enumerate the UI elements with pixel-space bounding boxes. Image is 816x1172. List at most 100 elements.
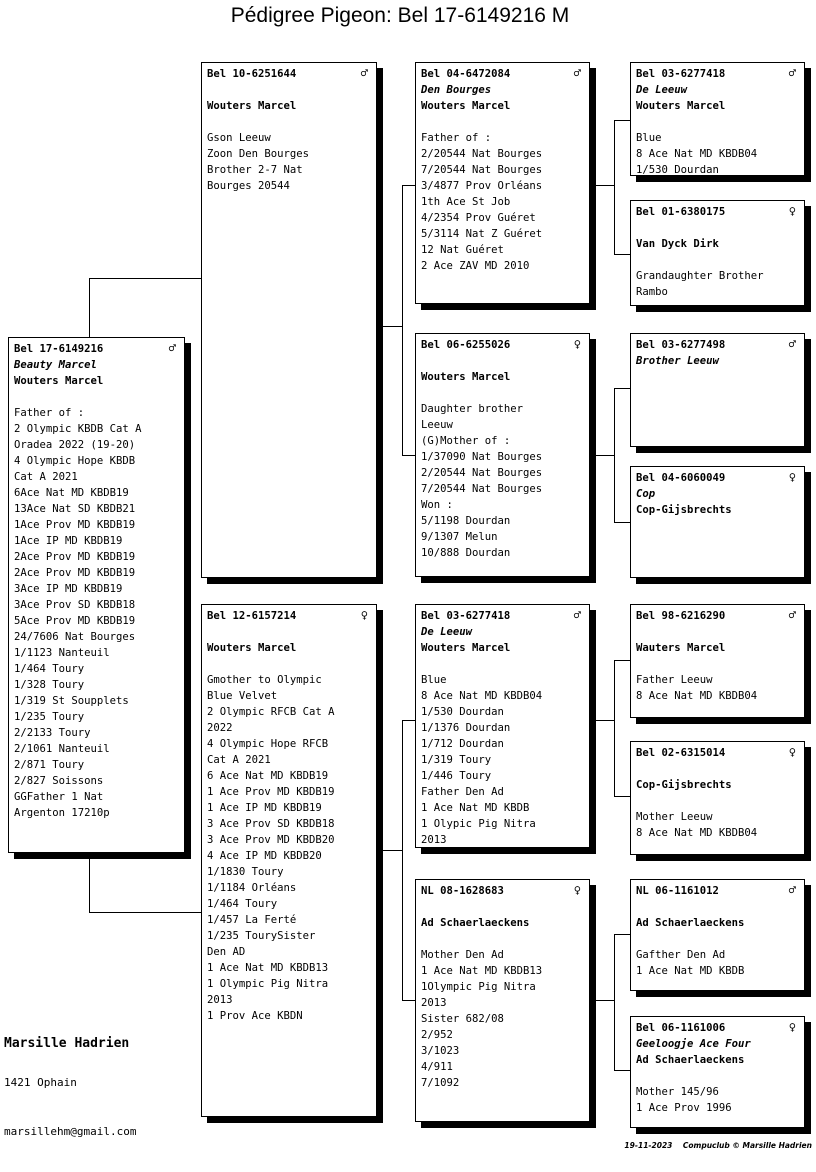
ring-number: Bel 03-6277418 (636, 68, 726, 80)
info-line: 1/464 Toury (14, 663, 85, 675)
owner-name: Wouters Marcel (207, 100, 297, 112)
owner-name: Ad Schaerlaeckens (421, 917, 530, 929)
info-line: Cat A 2021 (14, 471, 78, 483)
info-line: Gmother to Olympic (207, 674, 322, 686)
info-line: 10/888 Dourdan (421, 547, 511, 559)
ring-number: NL 06-1161012 (636, 885, 719, 897)
male-icon: ♂ (788, 608, 796, 622)
spacer (421, 114, 584, 130)
owner-name: Wauters Marcel (636, 642, 726, 654)
info-line: 2/827 Soissons (14, 775, 104, 787)
info-line: 1/37090 Nat Bourges (421, 451, 543, 463)
info-line: 2013 (421, 997, 447, 1009)
female-icon: ♀ (788, 1020, 796, 1034)
connector-dam-dd (402, 1000, 417, 1001)
info-line: 3Ace IP MD KBDB19 (14, 583, 123, 595)
info-line: 3 Ace Prov MD KBDB20 (207, 834, 335, 846)
connector-sire-v (402, 185, 403, 455)
footer-credit: Compuclub © Marsille Hadrien (682, 1141, 812, 1150)
footer-date: 19-11-2023 (624, 1141, 673, 1150)
connector-dam-ds (402, 720, 417, 721)
info-line: Father Den Ad (421, 786, 504, 798)
pigeon-name (636, 899, 799, 915)
info-line: 2022 (207, 722, 233, 734)
spacer (636, 252, 799, 268)
info-line: 9/1307 Melun (421, 531, 498, 543)
female-icon: ♀ (788, 745, 796, 759)
info-line: Rambo (636, 286, 668, 298)
connector-sd-a (614, 388, 632, 389)
info-line: 1/530 Dourdan (421, 706, 504, 718)
info-line: Blue (421, 674, 447, 686)
info-line: 2Ace Prov MD KBDB19 (14, 551, 136, 563)
info-line: 8 Ace Nat MD KBDB04 (636, 827, 758, 839)
ring-number: Bel 03-6277498 (636, 339, 726, 351)
info-line: 4 Olympic Hope RFCB (207, 738, 329, 750)
info-line: Zoon Den Bourges (207, 148, 310, 160)
pigeon-name (207, 82, 371, 98)
spacer (207, 114, 371, 130)
info-line: 13Ace Nat SD KBDB21 (14, 503, 136, 515)
info-line: Blue (636, 132, 662, 144)
owner-name (636, 369, 799, 385)
info-line: Father Leeuw (636, 674, 713, 686)
info-line: 2/1061 Nanteuil (14, 743, 110, 755)
spacer (421, 656, 584, 672)
info-line: 1Ace IP MD KBDB19 (14, 535, 123, 547)
info-line: 6 Ace Nat MD KBDB19 (207, 770, 329, 782)
male-icon: ♂ (573, 608, 581, 622)
info-line: Daughter brother (421, 403, 524, 415)
pigeon-card-sds[interactable]: Bel 03-6277498♂Brother Leeuw (630, 333, 805, 447)
pigeon-name (207, 624, 371, 640)
connector-sd-v (614, 388, 615, 522)
page-title: Pédigree Pigeon: Bel 17-6149216 M (230, 4, 570, 27)
info-line: 8 Ace Nat MD KBDB04 (421, 690, 543, 702)
info-line: Cat A 2021 (207, 754, 271, 766)
info-line: Father of : (14, 407, 85, 419)
ring-number: Bel 06-1161006 (636, 1022, 726, 1034)
info-line: 2 Ace ZAV MD 2010 (421, 260, 530, 272)
info-line: 1 Ace Nat MD KBDB13 (421, 965, 543, 977)
info-line: 8 Ace Nat MD KBDB04 (636, 148, 758, 160)
info-line: Won : (421, 499, 453, 511)
female-icon: ♀ (788, 204, 796, 218)
info-line: 1/235 Toury (14, 711, 85, 723)
info-line: 5Ace Prov MD KBDB19 (14, 615, 136, 627)
info-line: 2Ace Prov MD KBDB19 (14, 567, 136, 579)
ring-number: Bel 02-6315014 (636, 747, 726, 759)
owner-name: Ad Schaerlaeckens (636, 1054, 745, 1066)
connector-ds-a (614, 660, 632, 661)
connector-dd-b (614, 1070, 632, 1071)
breeder-email[interactable]: marsillehm@gmail.com (4, 1125, 137, 1138)
ring-number: Bel 12-6157214 (207, 610, 297, 622)
owner-name: Van Dyck Dirk (636, 238, 719, 250)
info-line: 1/446 Toury (421, 770, 492, 782)
pigeon-name (421, 353, 584, 369)
info-line: 1/1376 Dourdan (421, 722, 511, 734)
info-line: 1 Ace IP MD KBDB19 (207, 802, 322, 814)
owner-name: Cop-Gijsbrechts (636, 504, 732, 516)
spacer (421, 931, 584, 947)
spacer (636, 114, 799, 130)
info-line: 1/530 Dourdan (636, 164, 719, 176)
info-line: 6Ace Nat MD KBDB19 (14, 487, 129, 499)
connector-dd-a (614, 934, 632, 935)
pigeon-name (636, 220, 799, 236)
info-line: 2013 (421, 834, 447, 846)
info-line: 3/1023 (421, 1045, 460, 1057)
info-line: 1Olympic Pig Nitra (421, 981, 536, 993)
